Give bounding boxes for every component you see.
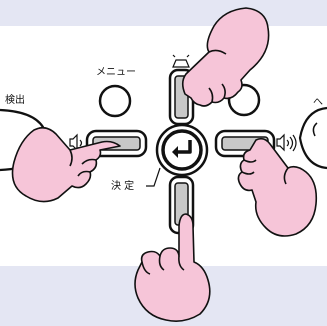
enter-label: 決 定 bbox=[111, 181, 135, 192]
partial-right-label: へ bbox=[313, 97, 323, 108]
detect-label: 検出 bbox=[5, 95, 25, 106]
enter-arrowhead-icon bbox=[172, 146, 178, 158]
partial-right-arrow-icon bbox=[312, 122, 318, 137]
enter-button-ring bbox=[161, 129, 203, 171]
pointing-hand-icon bbox=[11, 126, 121, 203]
enter-arrow-icon bbox=[176, 140, 192, 154]
enter-leader-line bbox=[146, 167, 161, 187]
pointing-hand-icon bbox=[181, 7, 270, 107]
pointing-hand-icon bbox=[134, 213, 211, 322]
menu-button[interactable] bbox=[98, 84, 132, 118]
keystone-up-icon bbox=[172, 54, 190, 68]
pointing-hand-icon bbox=[237, 137, 318, 237]
partial-right-button[interactable] bbox=[298, 106, 327, 170]
speaker-high-icon bbox=[276, 133, 297, 152]
menu-label: メニュー bbox=[96, 67, 136, 78]
